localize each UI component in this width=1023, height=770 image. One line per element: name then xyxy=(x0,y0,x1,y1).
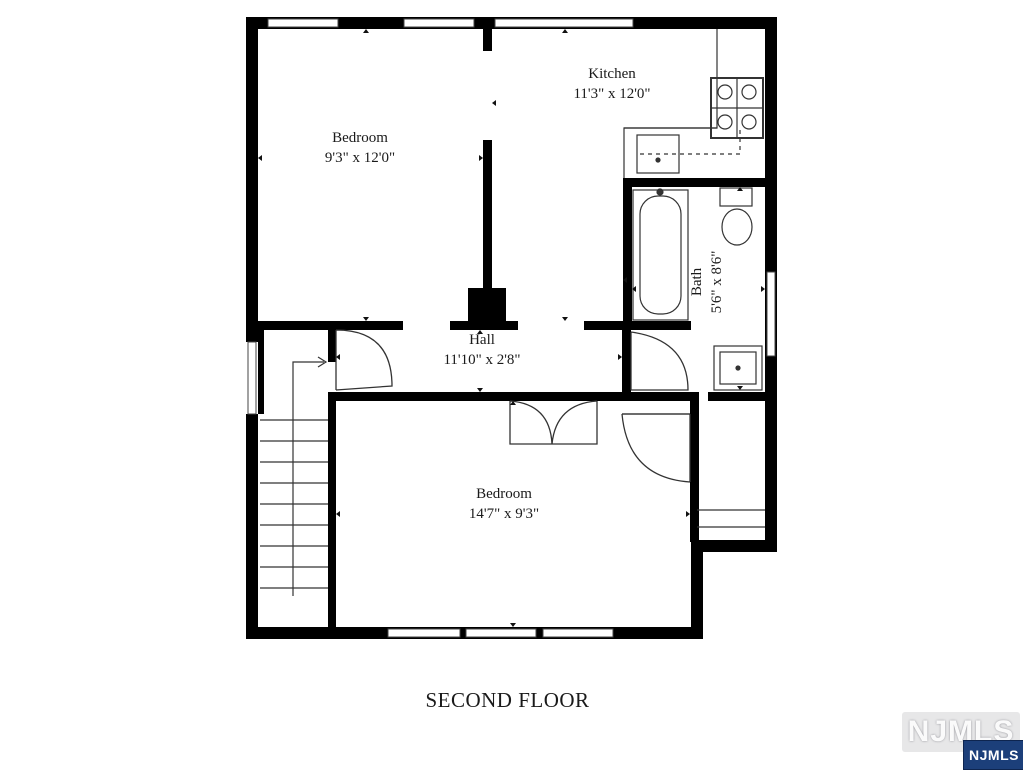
dimension-ticks xyxy=(258,29,765,627)
doors xyxy=(335,329,765,528)
window-bottom-3 xyxy=(542,628,614,638)
room-dimensions: 5'6" x 8'6" xyxy=(709,250,725,314)
room-dimensions: 9'3" x 12'0" xyxy=(324,150,396,166)
bath-door xyxy=(630,331,689,391)
room-name: Bedroom xyxy=(476,486,532,502)
room-label-bedroom-1: Bedroom 9'3" x 12'0" xyxy=(300,128,420,168)
room-label-kitchen: Kitchen 11'3" x 12'0" xyxy=(552,64,672,104)
window-top-left-1 xyxy=(267,18,339,28)
closet-door-right xyxy=(621,413,691,483)
kitchen-sink xyxy=(636,134,680,174)
window-top-kitchen xyxy=(494,18,634,28)
room-dimensions: 11'10" x 2'8" xyxy=(443,352,521,368)
njmls-badge: NJMLS xyxy=(963,740,1023,770)
room-name: Hall xyxy=(469,332,495,348)
room-dimensions: 14'7" x 9'3" xyxy=(468,506,540,522)
toilet-tank xyxy=(719,187,753,207)
room-name: Kitchen xyxy=(588,66,636,82)
bath-vanity xyxy=(713,345,763,391)
room-name: Bath xyxy=(689,267,705,297)
room-dimensions: 11'3" x 12'0" xyxy=(573,86,651,102)
stairs xyxy=(260,356,328,596)
closet-doors xyxy=(509,400,598,445)
window-bottom-1 xyxy=(387,628,461,638)
room-label-hall: Hall 11'10" x 2'8" xyxy=(422,330,542,370)
kitchen-fixtures xyxy=(623,29,764,178)
windows xyxy=(247,18,776,638)
hall-door-left xyxy=(335,329,393,391)
bath-fixtures xyxy=(632,187,763,391)
window-bath xyxy=(766,271,776,357)
floor-title: SECOND FLOOR xyxy=(425,688,590,712)
bathtub xyxy=(632,189,689,321)
window-stair xyxy=(247,341,257,415)
window-bottom-2 xyxy=(465,628,537,638)
toilet-bowl xyxy=(721,208,753,246)
window-top-left-2 xyxy=(403,18,475,28)
room-label-bath: Bath 5'6" x 8'6" xyxy=(687,232,727,332)
room-name: Bedroom xyxy=(332,130,388,146)
interior-walls xyxy=(258,17,777,639)
room-label-bedroom-2: Bedroom 14'7" x 9'3" xyxy=(444,484,564,524)
